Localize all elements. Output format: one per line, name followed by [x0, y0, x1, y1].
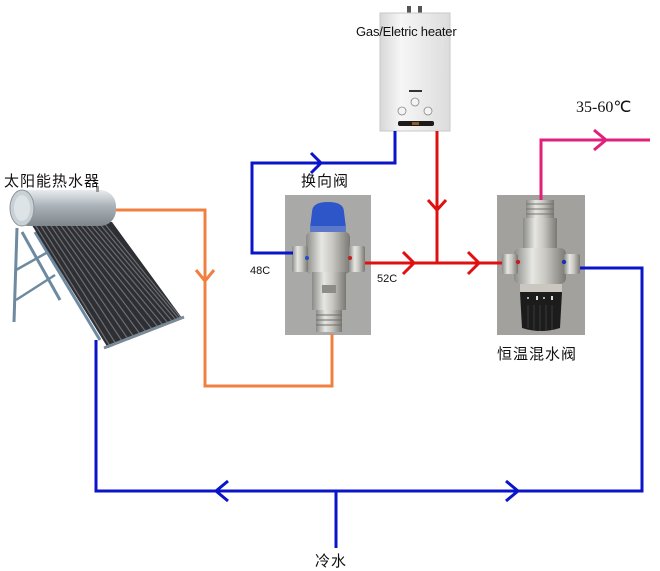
valve-icon: [285, 195, 371, 335]
mixing-valve-label: 恒温混水阀: [497, 345, 578, 363]
diverter-valve-label: 换向阀: [301, 172, 350, 190]
flow-arrow-icon: [194, 269, 216, 284]
flow-arrow-icon: [593, 128, 609, 152]
solar-hot-pipe: [116, 208, 334, 388]
outlet-temp-label: 52C: [377, 273, 398, 285]
solar-collector-icon: [9, 186, 185, 350]
inlet-temp-label: 48C: [250, 265, 271, 277]
outlet-range-label: 35-60℃: [576, 99, 632, 116]
mixing-valve-icon: [497, 195, 585, 335]
hot-water-pipe: [365, 131, 502, 265]
cold-water-pipe: [94, 131, 644, 548]
mixed-outlet-pipe: [539, 138, 650, 200]
cold-water-label: 冷水: [315, 552, 348, 570]
heater-label: Gas/Eletric heater: [356, 24, 457, 39]
solar-heater-label: 太阳能热水器: [4, 172, 101, 190]
flow-arrow-icon: [213, 151, 521, 503]
water-heater-icon: [379, 6, 451, 132]
flow-arrow-icon: [401, 198, 482, 276]
